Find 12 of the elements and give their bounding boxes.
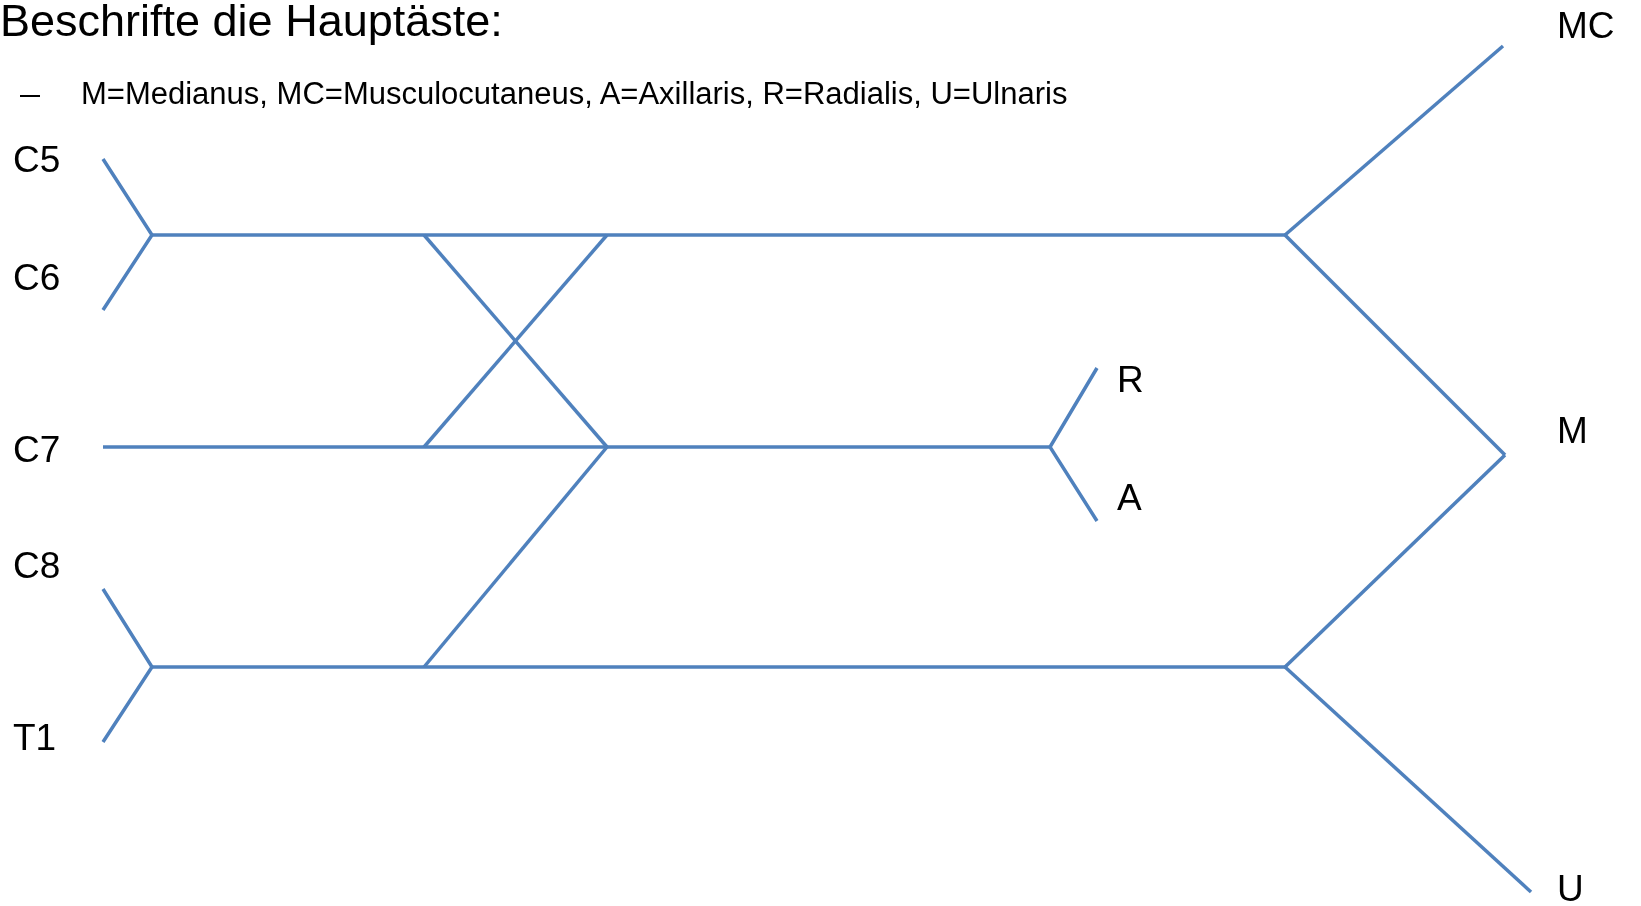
nerve-label: M bbox=[1557, 409, 1588, 453]
legend-text: M=Medianus, MC=Musculocutaneus, A=Axillaris, R=Radialis, U=Ulnaris bbox=[81, 75, 1068, 113]
nerve-label: MC bbox=[1557, 4, 1615, 48]
nerve-label: U bbox=[1557, 867, 1584, 906]
nerve-label: R bbox=[1117, 358, 1144, 402]
nerve-label: T1 bbox=[13, 716, 57, 760]
nerve-label: C6 bbox=[13, 256, 61, 300]
nerve-label: C5 bbox=[13, 138, 61, 182]
nerve-label: C7 bbox=[13, 428, 61, 472]
nerve-label: A bbox=[1117, 476, 1142, 520]
title: Beschrifte die Hauptäste: bbox=[0, 0, 503, 48]
nerve-label: C8 bbox=[13, 544, 61, 588]
